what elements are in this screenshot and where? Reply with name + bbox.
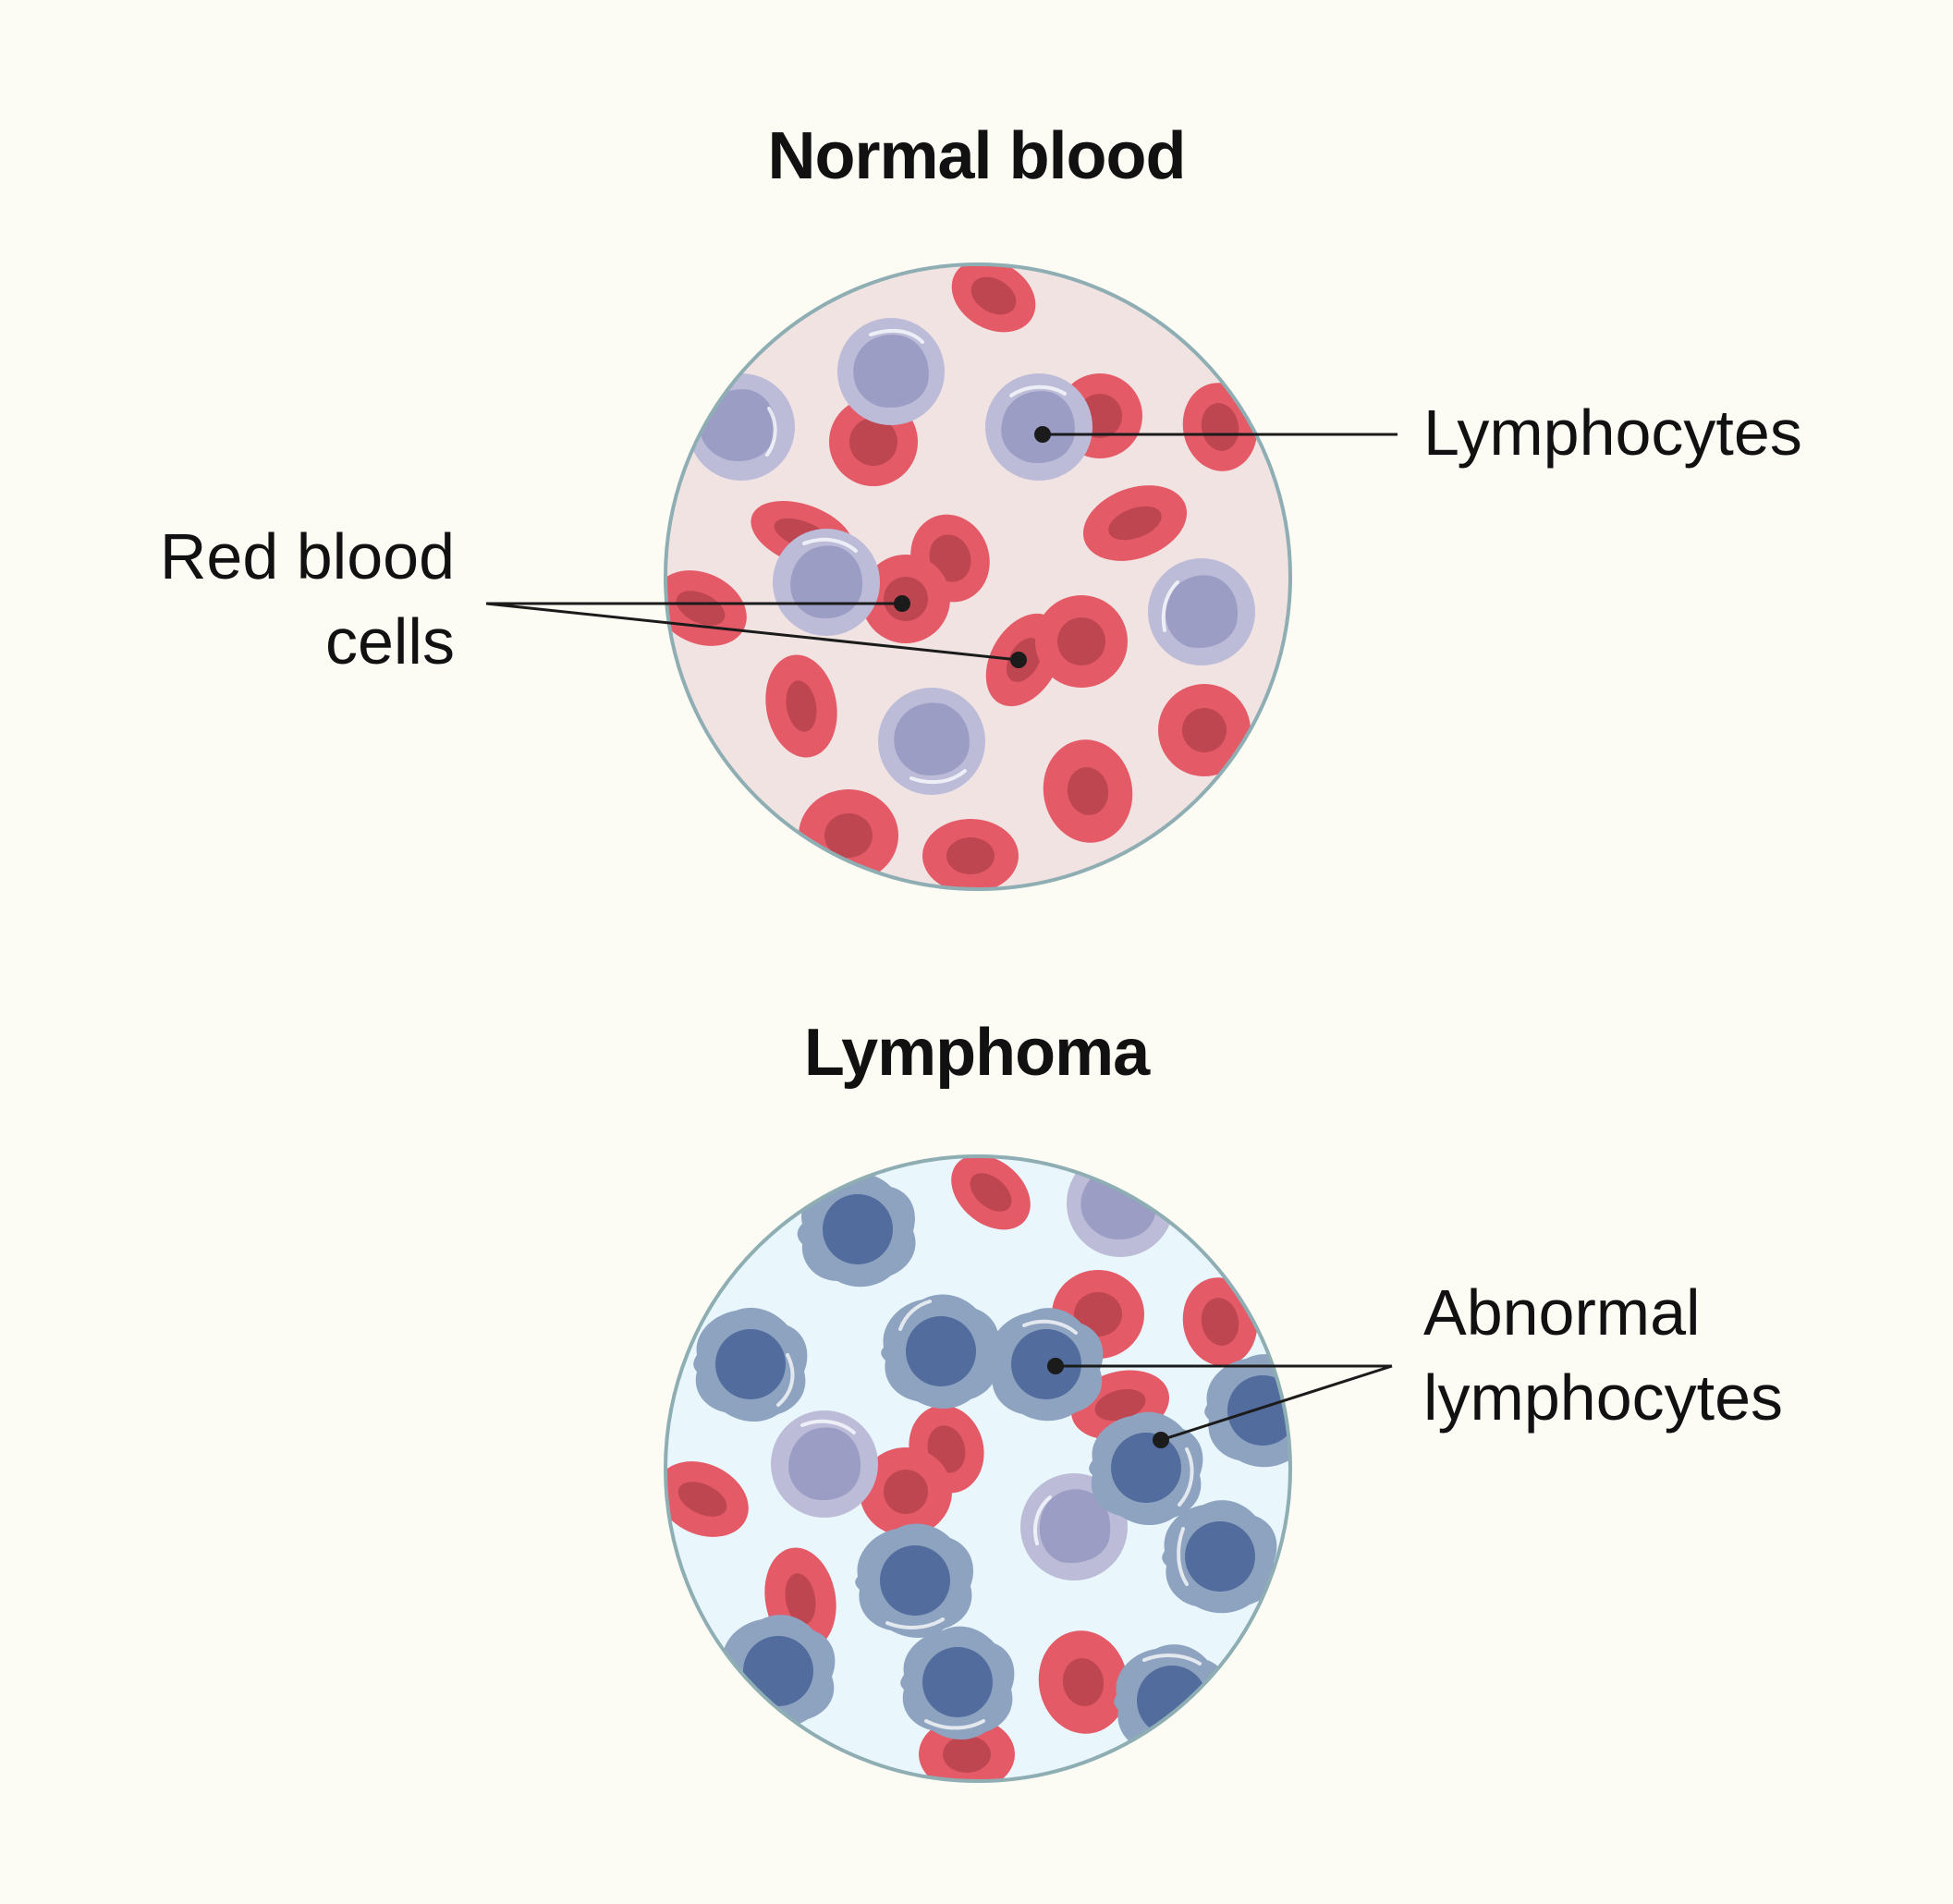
red-blood-cell-icon <box>860 1447 952 1536</box>
abnormal-lymphocyte-icon <box>855 1523 974 1638</box>
abnormal-lymphocyte-icon <box>1089 1411 1203 1526</box>
red-blood-cell-icon <box>799 789 898 882</box>
lymphocyte-icon <box>837 318 945 425</box>
leader-line-rbc-2 <box>485 602 1019 662</box>
label-abnormal-lymphocytes: Abnormal lymphocytes <box>1423 1270 1783 1440</box>
lymphocyte-icon <box>773 529 880 636</box>
abnormal-lymphocyte-icon <box>797 1173 916 1288</box>
red-blood-cell-icon <box>1038 1630 1129 1734</box>
lymphocyte-icon <box>771 1410 878 1518</box>
abnormal-lymphocyte-icon <box>881 1294 1000 1409</box>
abnormal-lymphocyte-icon <box>1204 1354 1290 1468</box>
abnormal-lymphocyte-icon <box>1162 1500 1277 1614</box>
label-abnormal-lymphocytes-line-1: Abnormal <box>1423 1276 1701 1349</box>
red-blood-cell-icon <box>1158 684 1251 776</box>
red-blood-cell-icon <box>765 654 837 758</box>
normal-blood-cells <box>665 264 1258 889</box>
label-red-blood-cells: Red blood cells <box>129 514 455 684</box>
lymphoma-circle-border <box>664 1154 1292 1783</box>
pointer-dot-abnormal-1 <box>1047 1358 1064 1374</box>
red-blood-cell-icon <box>1043 739 1133 843</box>
red-blood-cell-icon <box>1082 485 1188 561</box>
label-red-blood-cells-line-1: Red blood <box>159 520 455 592</box>
leader-line-abnormal-2 <box>1160 1364 1393 1442</box>
abnormal-lymphocyte-icon <box>988 1308 1104 1422</box>
red-blood-cell-icon <box>1035 595 1128 688</box>
red-blood-cell-icon <box>665 570 747 646</box>
pointer-dot-rbc-2 <box>1010 652 1027 668</box>
lymphocyte-icon <box>1067 1156 1174 1257</box>
label-abnormal-lymphocytes-line-2: lymphocytes <box>1423 1361 1784 1434</box>
pointer-dot-lymphocytes <box>1034 426 1051 443</box>
label-red-blood-cells-line-2: cells <box>324 605 455 677</box>
red-blood-cell-icon <box>922 819 1019 889</box>
red-blood-cell-icon <box>951 264 1036 333</box>
title-normal-blood: Normal blood <box>767 119 1187 193</box>
abnormal-lymphocyte-icon <box>693 1307 808 1422</box>
lymphocyte-icon <box>878 688 985 795</box>
red-blood-cell-icon <box>665 1461 749 1537</box>
pointer-dot-rbc-1 <box>894 595 910 612</box>
label-lymphocytes: Lymphocytes <box>1423 397 1802 469</box>
pointer-dot-abnormal-2 <box>1153 1432 1169 1448</box>
lymphocyte-icon <box>1148 558 1255 665</box>
abnormal-lymphocyte-icon <box>900 1626 1015 1740</box>
normal-blood-circle-border <box>664 262 1292 891</box>
red-blood-cell-icon <box>951 1156 1031 1230</box>
title-lymphoma: Lymphoma <box>803 1016 1150 1090</box>
leader-lines <box>485 426 1398 1448</box>
